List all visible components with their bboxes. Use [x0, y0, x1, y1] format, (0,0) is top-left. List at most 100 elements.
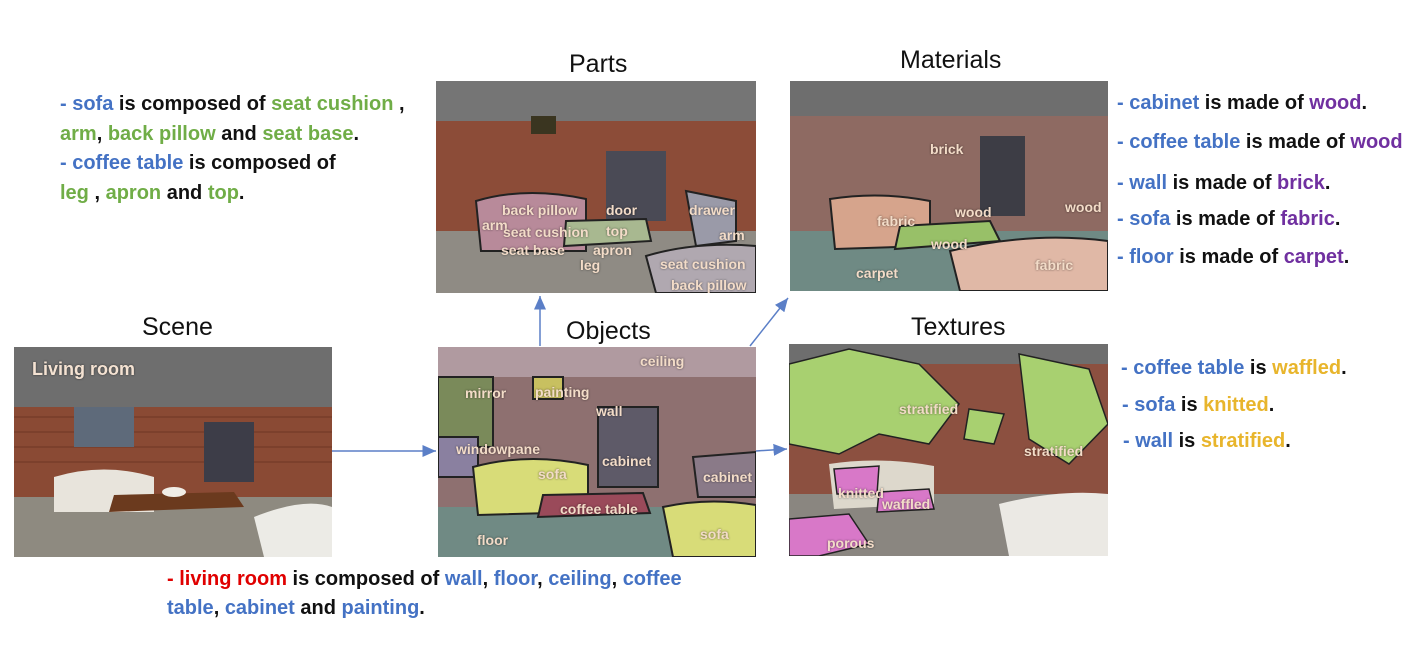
scene-image: Living room	[14, 347, 332, 557]
punctuation: .	[419, 597, 425, 619]
punctuation: .	[1268, 394, 1275, 416]
material-label-carpet: carpet	[856, 265, 899, 281]
objects-image: ceiling mirror painting wall windowpane …	[438, 347, 756, 557]
part-term: arm	[60, 123, 97, 145]
object-term: - coffee table	[1117, 131, 1241, 153]
punctuation: .	[1361, 92, 1368, 114]
texture-label-knitted: knitted	[838, 485, 884, 501]
relation-text: is composed of	[287, 568, 445, 590]
parts-image: back pillow door drawer arm seat cushion…	[436, 81, 756, 293]
relation-text: is	[1173, 430, 1201, 452]
parts-title: Parts	[569, 50, 628, 78]
object-term: floor	[493, 568, 538, 590]
material-term: wood	[1350, 131, 1403, 153]
part-label-back-pillow: back pillow	[671, 277, 747, 293]
texture-label-stratified: stratified	[1024, 443, 1084, 459]
object-term: - floor	[1117, 246, 1174, 268]
punctuation: .	[1324, 172, 1331, 194]
object-term: - wall	[1123, 430, 1174, 452]
part-label-arm: arm	[482, 217, 508, 233]
scene-title: Scene	[142, 313, 213, 341]
material-term: wood	[1309, 92, 1362, 114]
material-label-fabric: fabric	[1035, 257, 1074, 273]
relation-text: is composed of	[183, 152, 336, 174]
object-label-floor: floor	[477, 532, 509, 548]
parts-statement-line: - coffee table is composed of	[60, 148, 336, 178]
punctuation: .	[1334, 208, 1341, 230]
objects-room-drawing	[438, 347, 756, 557]
texture-label-stratified: stratified	[899, 401, 959, 417]
textures-image: stratified stratified knitted waffled po…	[789, 344, 1108, 556]
part-term: seat cushion	[271, 93, 394, 115]
parts-room-drawing	[436, 81, 756, 293]
material-statement: - wall is made of brick.	[1117, 168, 1330, 198]
object-term: - sofa	[1122, 394, 1176, 416]
object-term: ceiling	[548, 568, 612, 590]
part-label-top: top	[606, 223, 628, 239]
texture-label-porous: porous	[827, 535, 875, 551]
textures-room-drawing	[789, 344, 1108, 556]
material-label-brick: brick	[930, 141, 964, 157]
object-term: - coffee table	[60, 152, 184, 174]
part-term: apron	[105, 182, 162, 204]
textures-title: Textures	[911, 313, 1006, 341]
part-label-seat-cushion: seat cushion	[660, 256, 746, 272]
texture-term: waffled	[1272, 357, 1342, 379]
scene-room-drawing	[14, 347, 332, 557]
texture-term: knitted	[1203, 394, 1269, 416]
part-term: seat base	[262, 123, 354, 145]
arrow-objects-to-materials	[749, 297, 789, 347]
punctuation: ,	[213, 597, 225, 619]
punctuation: .	[238, 182, 245, 204]
parts-statement-line: - sofa is composed of seat cushion ,	[60, 89, 405, 119]
parts-statement-line: arm, back pillow and seat base.	[60, 119, 359, 149]
punctuation: ,	[537, 568, 549, 590]
relation-text: is composed of	[113, 93, 272, 115]
scene-statement-line: - living room is composed of wall, floor…	[167, 564, 682, 594]
material-label-wood: wood	[931, 236, 968, 252]
object-term: - sofa	[60, 93, 114, 115]
material-statement: - cabinet is made of wood.	[1117, 88, 1367, 118]
material-term: fabric	[1280, 208, 1335, 230]
object-term: - coffee table	[1121, 357, 1245, 379]
part-term: back pillow	[107, 123, 216, 145]
punctuation: ,	[88, 182, 106, 204]
relation-text: is made of	[1170, 208, 1281, 230]
texture-label-waffled: waffled	[882, 496, 931, 512]
part-label-apron: apron	[593, 242, 632, 258]
object-label-mirror: mirror	[465, 385, 507, 401]
material-label-wood: wood	[955, 204, 992, 220]
object-term: - wall	[1117, 172, 1168, 194]
part-label-drawer: drawer	[689, 202, 735, 218]
relation-text: and	[294, 597, 342, 619]
material-statement: - coffee table is made of wood	[1117, 127, 1403, 157]
part-label-door: door	[606, 202, 638, 218]
relation-text: and	[215, 123, 263, 145]
texture-statement: - wall is stratified.	[1123, 426, 1291, 456]
object-label-cabinet: cabinet	[602, 453, 652, 469]
object-term: painting	[341, 597, 420, 619]
object-term: - cabinet	[1117, 92, 1200, 114]
object-label-sofa: sofa	[538, 466, 567, 482]
materials-room-drawing	[790, 81, 1108, 291]
material-term: carpet	[1283, 246, 1344, 268]
materials-title: Materials	[900, 46, 1002, 74]
object-label-wall: wall	[596, 403, 623, 419]
part-label-seat-cushion: seat cushion	[503, 224, 589, 240]
texture-statement: - coffee table is waffled.	[1121, 353, 1347, 383]
material-statement: - floor is made of carpet.	[1117, 242, 1349, 272]
punctuation: .	[1285, 430, 1291, 452]
part-label-back-pillow: back pillow	[502, 202, 578, 218]
relation-text: is made of	[1199, 92, 1310, 114]
material-term: brick	[1277, 172, 1325, 194]
punctuation: ,	[96, 123, 108, 145]
object-term: - sofa	[1117, 208, 1171, 230]
part-label-arm: arm	[719, 227, 745, 243]
punctuation: .	[1343, 246, 1350, 268]
relation-text: is made of	[1173, 246, 1284, 268]
object-term: cabinet	[224, 597, 295, 619]
object-label-windowpane: windowpane	[456, 441, 540, 457]
object-label-coffee-table: coffee table	[560, 501, 638, 517]
material-label-wood: wood	[1065, 199, 1102, 215]
